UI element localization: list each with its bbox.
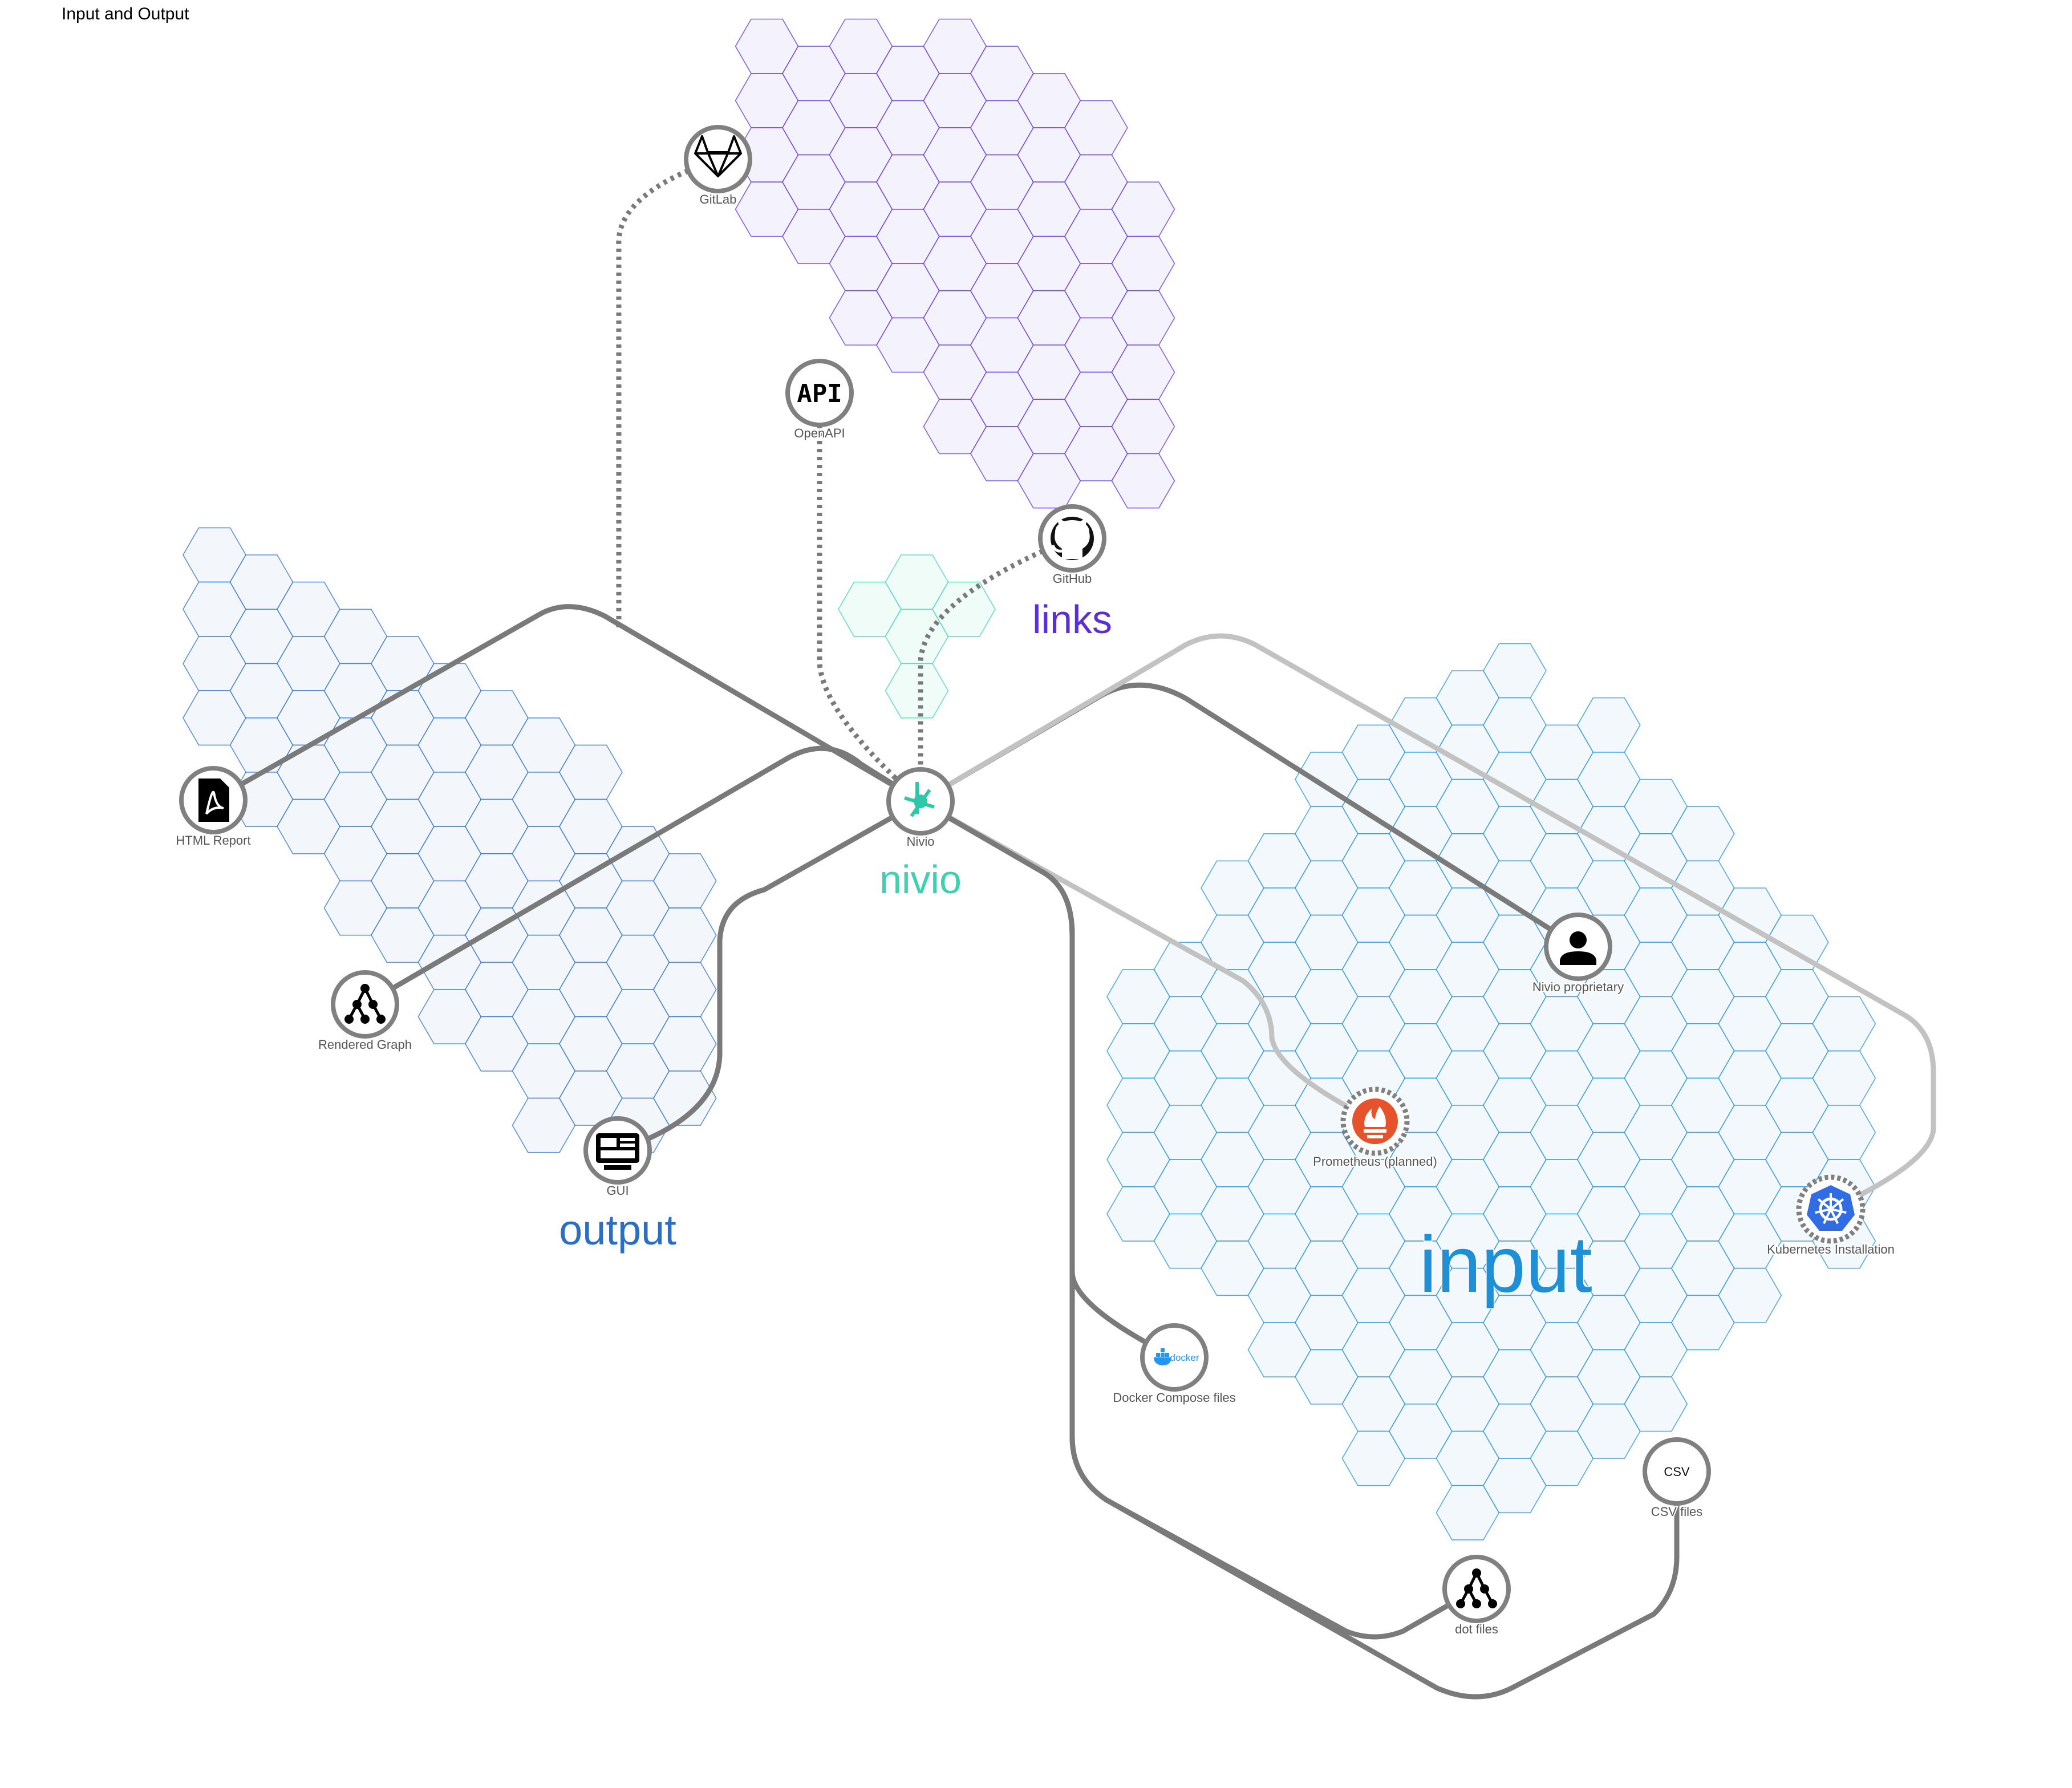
node-rendered[interactable]: Rendered Graph xyxy=(317,970,413,1053)
connection-nivio-prometheus[interactable] xyxy=(918,798,1378,1124)
pdf-file-icon xyxy=(198,779,229,822)
docker-icon: docker xyxy=(1154,1348,1199,1365)
node-prometheus[interactable]: Prometheus (planned) xyxy=(1312,1086,1438,1170)
hex-cell xyxy=(1111,453,1175,509)
monitor-dashboard-icon xyxy=(596,1133,639,1170)
hex-cell xyxy=(885,663,949,719)
connection-gitlab-nivio[interactable] xyxy=(616,156,719,627)
hex-cell xyxy=(1624,1376,1688,1432)
svg-text:API: API xyxy=(797,379,842,408)
node-kubernetes[interactable]: Kubernetes Installation xyxy=(1766,1174,1896,1258)
node-label: OpenAPI xyxy=(794,426,845,440)
connection-gui-nivio[interactable] xyxy=(615,798,923,1153)
node-label: Prometheus (planned) xyxy=(1313,1154,1437,1169)
node-label: Kubernetes Installation xyxy=(1767,1242,1895,1256)
node-html[interactable]: HTML Report xyxy=(175,766,252,849)
group-label-links: links xyxy=(1032,597,1112,642)
node-gui[interactable]: GUI xyxy=(583,1116,652,1199)
node-openapi[interactable]: API OpenAPI xyxy=(785,359,854,441)
connection-layer xyxy=(210,156,1936,1700)
node-circle xyxy=(331,970,399,1039)
connection-html-nivio[interactable] xyxy=(210,604,923,804)
connection-openapi-nivio[interactable] xyxy=(817,393,922,804)
hex-cell xyxy=(1718,1267,1782,1323)
connection-nivio-csv[interactable] xyxy=(918,798,1680,1700)
node-csv[interactable]: CSV CSV files xyxy=(1643,1437,1711,1520)
api-icon: API xyxy=(797,379,842,408)
gitlab-icon xyxy=(694,135,742,177)
svg-text:CSV: CSV xyxy=(1664,1465,1690,1479)
node-label: Rendered Graph xyxy=(318,1037,412,1052)
node-label: Nivio xyxy=(907,834,935,849)
node-circle xyxy=(1140,1323,1209,1392)
prometheus-icon xyxy=(1352,1098,1398,1144)
node-gitlab[interactable]: GitLab xyxy=(684,125,752,208)
node-label: dot files xyxy=(1455,1622,1498,1636)
github-icon xyxy=(1051,517,1094,560)
hex-cell xyxy=(652,1071,717,1126)
csv-icon: CSV xyxy=(1664,1465,1690,1479)
group-label-output: output xyxy=(559,1206,676,1254)
node-label: GUI xyxy=(606,1183,629,1198)
group-area-nivio xyxy=(838,554,996,719)
node-label: HTML Report xyxy=(176,833,250,848)
nivio-logo-icon xyxy=(904,782,935,817)
group-area-input xyxy=(1106,643,1876,1540)
node-dot[interactable]: dot files xyxy=(1442,1555,1511,1637)
group-label-input: input xyxy=(1419,1219,1592,1309)
node-github[interactable]: GitHub xyxy=(1038,504,1106,587)
hex-cell xyxy=(932,581,996,637)
connection-github-nivio[interactable] xyxy=(918,536,1073,801)
node-circle xyxy=(1643,1437,1711,1506)
kubernetes-icon xyxy=(1807,1185,1855,1231)
node-circle xyxy=(1442,1555,1511,1623)
page-title: Input and Output xyxy=(62,5,189,23)
connection-rendered-nivio[interactable] xyxy=(362,745,923,1007)
node-proprietary[interactable]: Nivio proprietary xyxy=(1531,913,1625,995)
group-area-links xyxy=(735,18,1175,509)
group-area-output xyxy=(183,527,717,1153)
node-circle xyxy=(785,359,854,427)
node-circle xyxy=(684,125,752,193)
connection-nivio-kubernetes[interactable] xyxy=(918,633,1936,1212)
group-label-nivio: nivio xyxy=(879,857,962,902)
node-label: GitLab xyxy=(700,192,737,206)
node-label: Docker Compose files xyxy=(1113,1390,1235,1405)
graph-icon xyxy=(344,984,386,1024)
node-label: GitHub xyxy=(1053,571,1092,586)
svg-text:docker: docker xyxy=(1170,1352,1199,1363)
group-label-layer: links output nivio input xyxy=(558,597,1593,1310)
group-areas xyxy=(183,18,1876,1540)
node-label: Nivio proprietary xyxy=(1532,980,1624,994)
node-nivio[interactable]: Nivio xyxy=(886,767,955,850)
graph-icon xyxy=(1456,1568,1497,1608)
node-label: CSV files xyxy=(1651,1505,1702,1519)
person-icon xyxy=(1560,931,1596,965)
